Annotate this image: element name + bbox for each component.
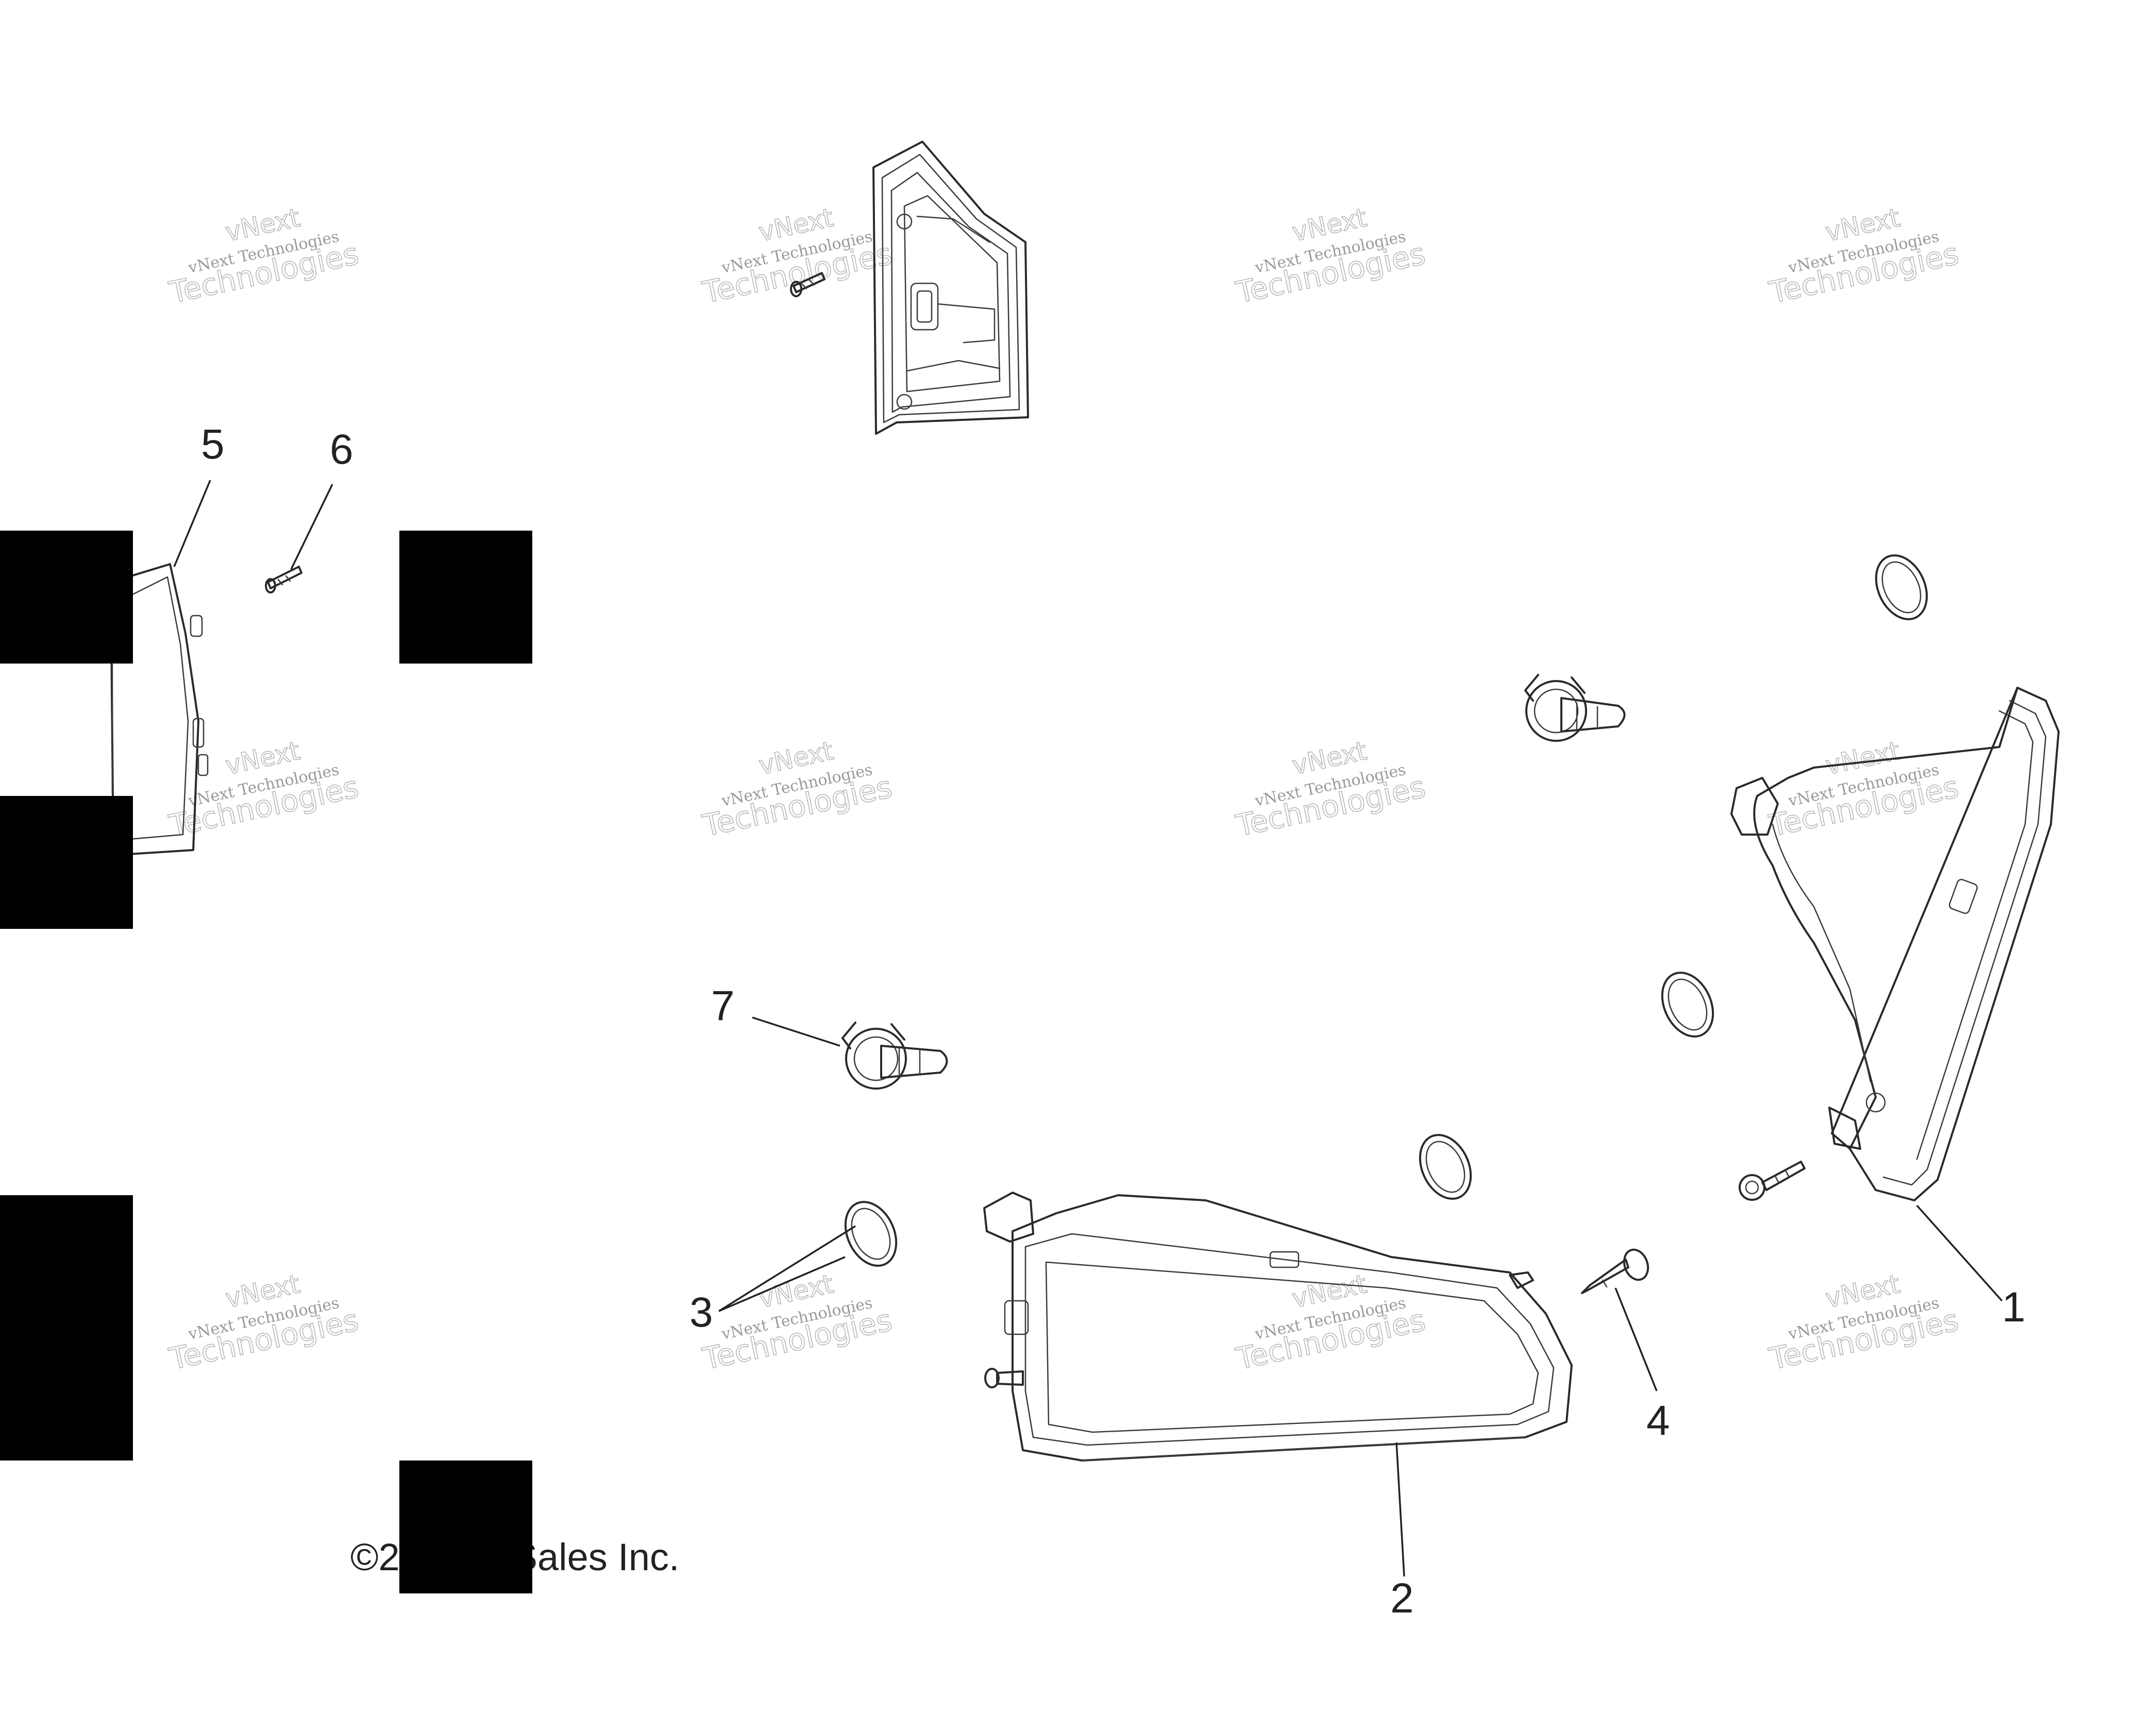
headlight-assembly-item-1	[1730, 687, 2060, 1201]
redaction-blocks	[0, 531, 532, 1593]
o-ring-item-3	[844, 1201, 898, 1267]
redaction-block	[399, 1461, 532, 1593]
callout-7: 7	[711, 982, 735, 1029]
headlight-assembly-item-2	[983, 1192, 1573, 1462]
push-pin-item-4	[1581, 1248, 1649, 1294]
headlight-bulb-item-7	[841, 1022, 948, 1090]
callout-2: 2	[1390, 1575, 1414, 1622]
o-ring-mid-right	[1661, 972, 1714, 1038]
callout-6: 6	[330, 426, 353, 473]
leader-lines	[173, 480, 2003, 1577]
tail-light-screw	[790, 272, 826, 297]
tail-light-housing	[872, 141, 1029, 435]
headlight-bulb-upper	[1524, 674, 1626, 742]
redaction-block	[0, 796, 133, 929]
redaction-block	[0, 1195, 133, 1461]
callout-1: 1	[2002, 1284, 2026, 1331]
callout-3: 3	[689, 1289, 713, 1336]
headlight-side-screw	[984, 1368, 1024, 1388]
screw-item-6	[265, 566, 302, 593]
callout-5: 5	[201, 421, 225, 468]
o-ring-center	[1419, 1134, 1472, 1200]
redaction-block	[0, 531, 133, 664]
redaction-block	[399, 531, 532, 664]
headlight-mount-screw	[1739, 1161, 1806, 1201]
o-ring-top-right	[1875, 554, 1928, 620]
callout-4: 4	[1646, 1397, 1670, 1444]
